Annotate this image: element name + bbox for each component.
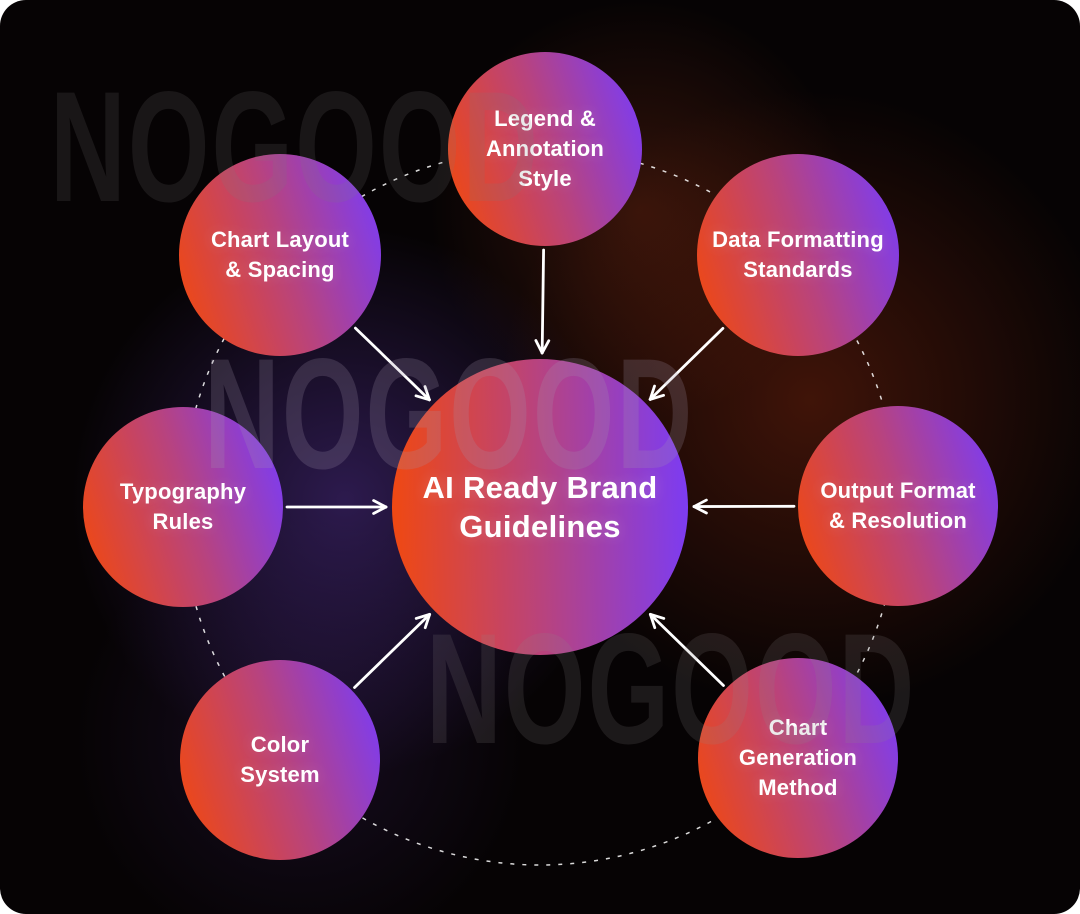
arrow-legend-annotation-style-to-center (534, 248, 551, 355)
arrow-data-formatting-standards-to-center (648, 326, 725, 401)
node-label-line: Chart (768, 715, 828, 741)
node-label-line: Legend & (494, 106, 596, 132)
node-label-line: Annotation (485, 136, 605, 162)
node-output-format-resolution: Output Format & Resolution (798, 406, 998, 606)
arrow-typography-rules-to-center (285, 499, 388, 515)
arrow-chart-layout-spacing-to-center (353, 326, 431, 402)
node-label-line: Data Formatting (712, 227, 884, 253)
node-label-line: & Resolution (828, 508, 968, 533)
node-label: Output Format & Resolution (820, 476, 975, 535)
node-label: Chart Layout & Spacing (211, 225, 349, 284)
node-label-line: Guidelines (459, 509, 621, 544)
node-label-line: Rules (152, 509, 214, 534)
node-label-line: Generation (738, 745, 858, 771)
node-label-line: Color (250, 732, 310, 758)
node-label-line: System (240, 762, 320, 787)
node-label-line: Method (758, 774, 838, 800)
node-chart-layout-spacing: Chart Layout & Spacing (179, 154, 381, 356)
node-label-line: Standards (743, 257, 853, 282)
node-label-line: Style (518, 165, 572, 191)
arrow-output-format-resolution-to-center (692, 498, 796, 515)
node-label-line: & Spacing (225, 257, 335, 282)
node-label-line: Chart Layout (210, 227, 350, 253)
arrow-color-system-to-center (353, 612, 432, 689)
arrow-chart-generation-method-to-center (648, 612, 725, 687)
node-label-line: Output Format (820, 478, 976, 504)
node-label-line: Typography (119, 479, 247, 505)
node-label-line: AI Ready Brand (422, 469, 658, 505)
